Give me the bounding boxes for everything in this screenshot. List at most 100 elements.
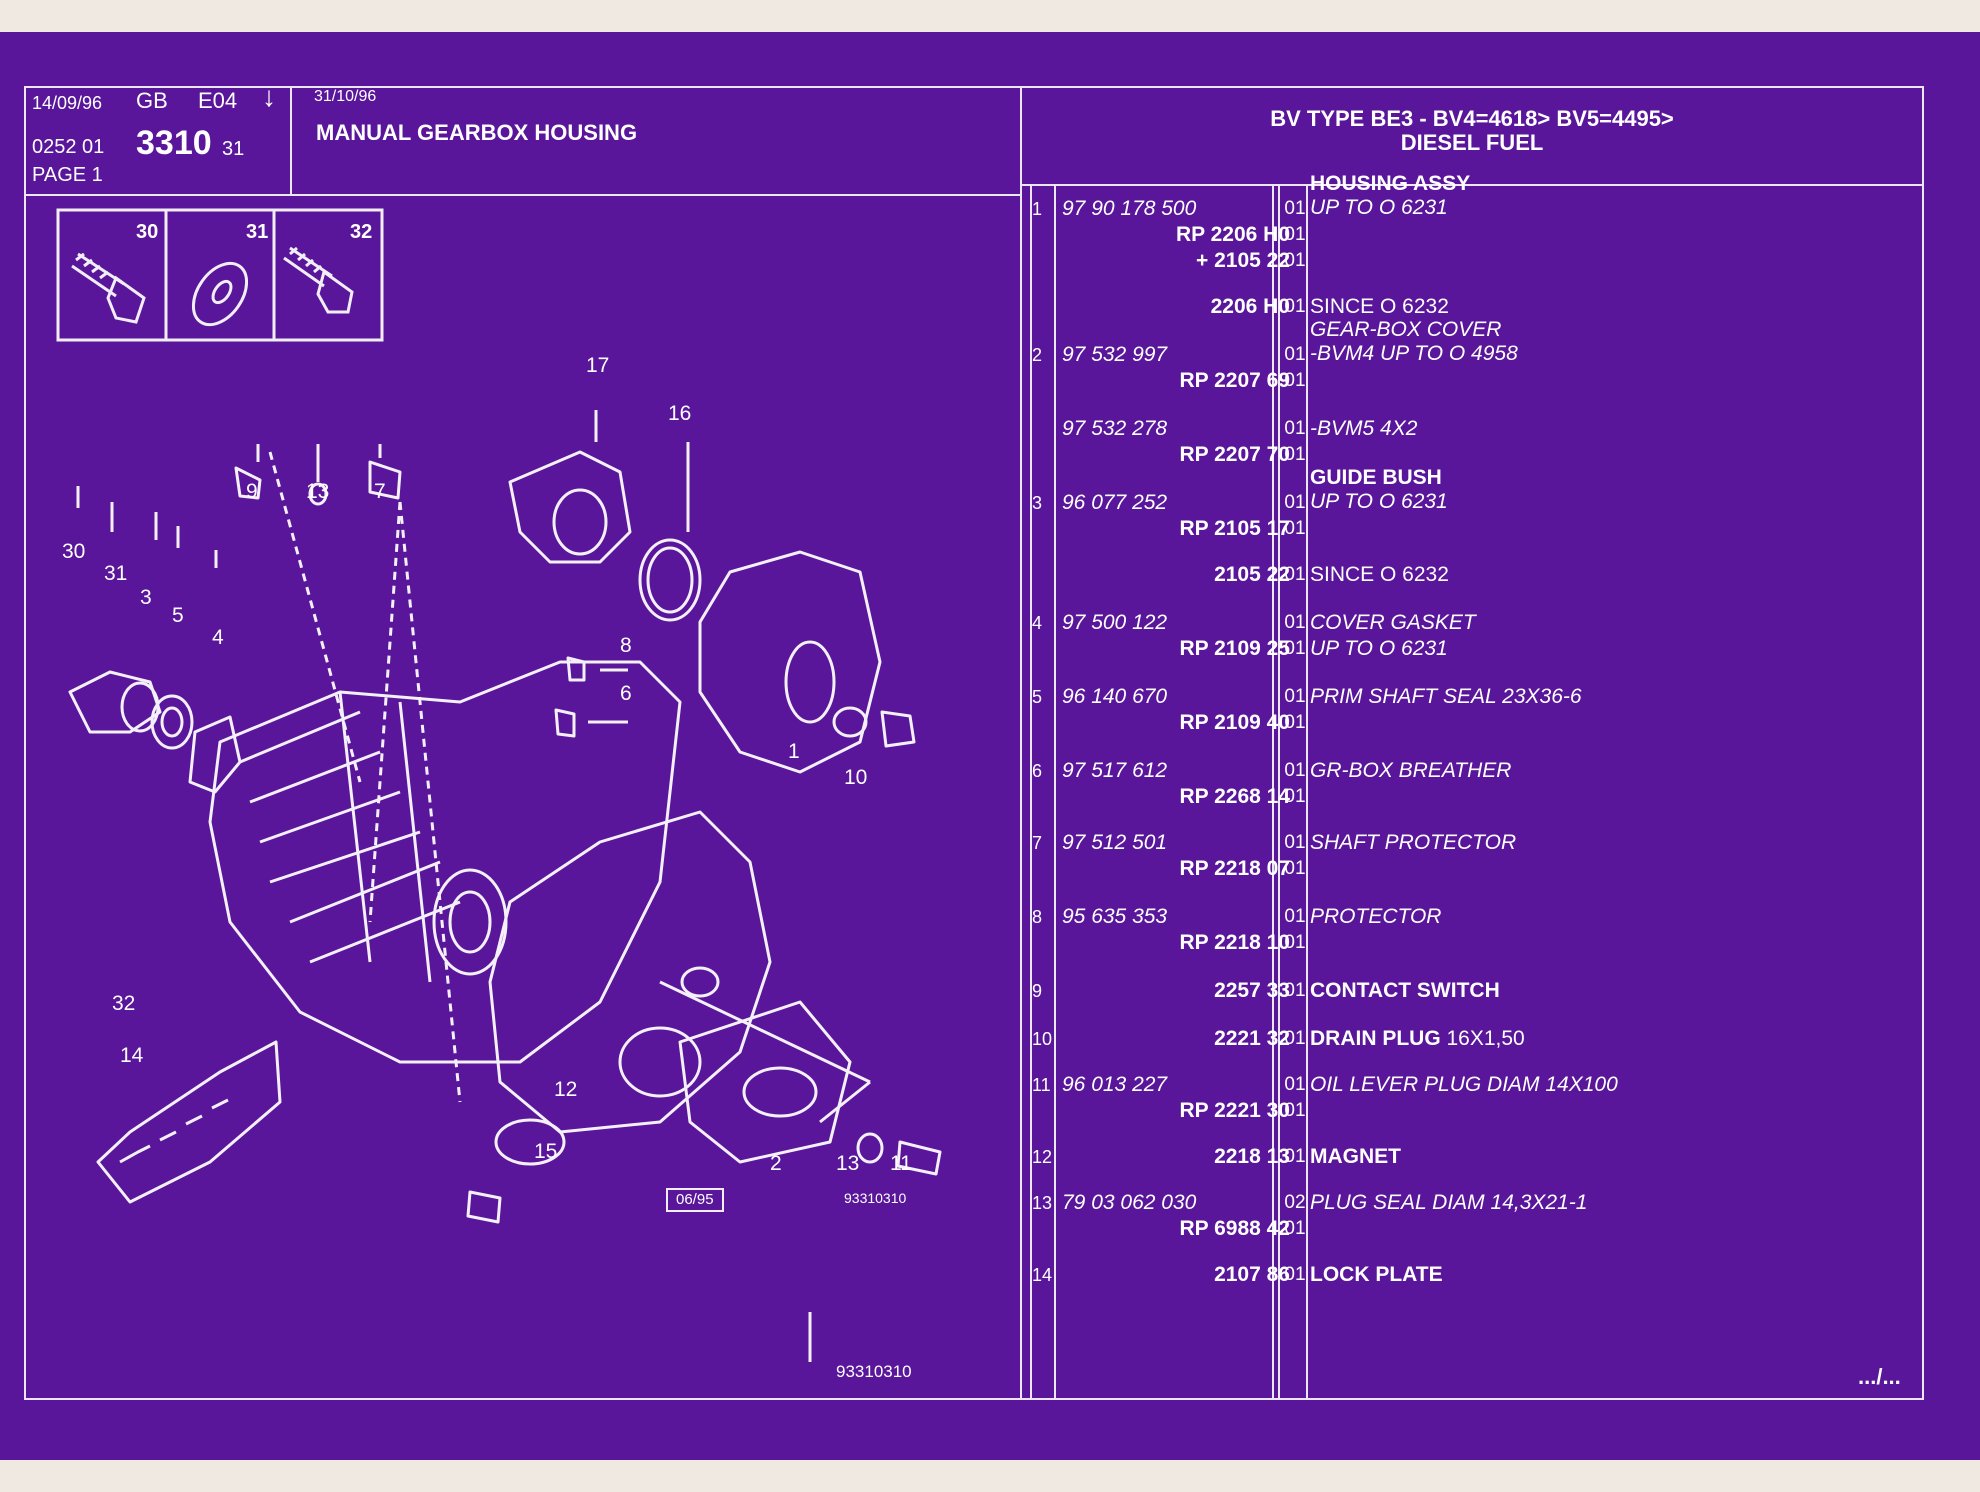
row-quantity: 01 bbox=[1284, 250, 1306, 271]
row-description: DRAIN PLUG 16X1,50 bbox=[1310, 1027, 1525, 1050]
callout-12: 12 bbox=[554, 1078, 578, 1101]
callout-17: 17 bbox=[586, 354, 610, 377]
row-part-number: RP 2109 25 bbox=[1179, 637, 1290, 660]
row-description: MAGNET bbox=[1310, 1145, 1401, 1168]
row-item-number: 11 bbox=[1032, 1075, 1051, 1095]
cover-gasket-4 bbox=[188, 715, 242, 794]
row-description: -BVM5 4X2 bbox=[1310, 417, 1418, 440]
frame-left bbox=[24, 86, 26, 1400]
callout-8: 8 bbox=[620, 634, 632, 657]
row-part-number: RP 2218 10 bbox=[1179, 931, 1290, 954]
row-item-number: 14 bbox=[1032, 1265, 1053, 1285]
row-part-number: 95 635 353 bbox=[1062, 905, 1168, 928]
callout-15: 15 bbox=[534, 1140, 558, 1163]
callout-11: 11 bbox=[890, 1152, 912, 1175]
row-description-detail: UP TO O 6231 bbox=[1310, 196, 1448, 219]
continuation-mark: .../... bbox=[1858, 1364, 1901, 1389]
row-quantity: 01 bbox=[1284, 518, 1306, 539]
header-page: PAGE 1 bbox=[32, 164, 103, 186]
row-quantity: 01 bbox=[1284, 1264, 1306, 1285]
row-item-number: 13 bbox=[1032, 1193, 1053, 1213]
callout-9: 9 bbox=[246, 480, 258, 503]
callout-16: 16 bbox=[668, 402, 692, 425]
callout-1: 1 bbox=[788, 740, 800, 763]
callout-6: 6 bbox=[620, 682, 632, 705]
row-part-number: 96 140 670 bbox=[1062, 685, 1168, 708]
row-part-number: 2257 33 bbox=[1214, 979, 1290, 1002]
callout-31: 31 bbox=[104, 562, 128, 585]
row-quantity: 01 bbox=[1284, 832, 1306, 853]
page-title: MANUAL GEARBOX HOUSING bbox=[316, 120, 638, 145]
header-divider bbox=[290, 86, 292, 194]
row-description-detail: 16X1,50 bbox=[1446, 1027, 1525, 1050]
row-description: PLUG SEAL DIAM 14,3X21-1 bbox=[1310, 1191, 1588, 1214]
row-description: COVER GASKET bbox=[1310, 611, 1476, 634]
row-part-number: 2105 22 bbox=[1214, 563, 1290, 586]
row-part-number: RP 2109 40 bbox=[1179, 711, 1290, 734]
oil-level-plug-11 bbox=[896, 1140, 942, 1176]
row-description: PRIM SHAFT SEAL 23X36-6 bbox=[1310, 685, 1582, 708]
row-description: GR-BOX BREATHER bbox=[1310, 759, 1512, 782]
row-part-number: 97 500 122 bbox=[1062, 611, 1168, 634]
row-part-number: 2218 13 bbox=[1214, 1145, 1290, 1168]
drain-plug-10 bbox=[880, 710, 916, 748]
exploded-gearbox-diagram bbox=[68, 410, 942, 1362]
cover-17 bbox=[508, 450, 632, 564]
plug-15 bbox=[466, 1190, 502, 1224]
fastener-inset: 30 31 32 bbox=[56, 208, 384, 342]
gearbox-cover-top bbox=[698, 550, 882, 774]
row-description: SINCE O 6232 bbox=[1310, 295, 1449, 318]
callout-7: 7 bbox=[374, 480, 386, 503]
row-quantity: 01 bbox=[1284, 418, 1306, 439]
row-part-number: RP 2221 30 bbox=[1179, 1099, 1290, 1122]
guide-bush-3 bbox=[68, 670, 162, 734]
callout-30: 30 bbox=[62, 540, 86, 563]
row-part-number: 2107 86 bbox=[1214, 1263, 1290, 1286]
row-part-number: 97 90 178 500 bbox=[1062, 197, 1197, 220]
divider-main bbox=[1020, 86, 1022, 1400]
row-part-number: 96 077 252 bbox=[1062, 491, 1168, 514]
col-line-3 bbox=[1272, 184, 1274, 1398]
row-item-number: 12 bbox=[1032, 1147, 1053, 1167]
contact-switch-9 bbox=[234, 466, 262, 500]
row-quantity: 01 bbox=[1284, 370, 1306, 391]
row-quantity: 01 bbox=[1284, 932, 1306, 953]
row-quantity: 01 bbox=[1284, 786, 1306, 807]
callout-3: 3 bbox=[140, 586, 152, 609]
row-part-number: 79 03 062 030 bbox=[1062, 1191, 1197, 1214]
row-part-number: RP 2218 07 bbox=[1179, 857, 1290, 880]
header-edition: E04 bbox=[198, 88, 238, 113]
col-line-2 bbox=[1054, 184, 1056, 1398]
rear-cover bbox=[678, 1000, 852, 1164]
row-quantity: 01 bbox=[1284, 1028, 1306, 1049]
row-quantity: 01 bbox=[1284, 344, 1306, 365]
row-quantity: 01 bbox=[1284, 492, 1306, 513]
seal-16 bbox=[638, 538, 702, 622]
header-ref-suffix: 31 bbox=[222, 138, 245, 160]
row-part-number: 97 517 612 bbox=[1062, 759, 1168, 782]
row-part-number: 97 512 501 bbox=[1062, 831, 1168, 854]
row-quantity: 01 bbox=[1284, 296, 1306, 317]
inset-label-32: 32 bbox=[350, 221, 372, 243]
row-description: OIL LEVER PLUG DIAM 14X100 bbox=[1310, 1073, 1618, 1096]
row-quantity: 01 bbox=[1284, 444, 1306, 465]
down-arrow-icon: ↓ bbox=[262, 81, 276, 112]
row-quantity: 01 bbox=[1284, 760, 1306, 781]
header-rule-left bbox=[24, 194, 1020, 196]
header-ref-prefix: 0252 01 bbox=[32, 136, 105, 158]
row-quantity: 01 bbox=[1284, 224, 1306, 245]
magnet-12 bbox=[494, 1118, 566, 1166]
row-description-detail: UP TO O 6231 bbox=[1310, 490, 1448, 513]
row-description: SHAFT PROTECTOR bbox=[1310, 831, 1517, 854]
callout-2: 2 bbox=[770, 1152, 782, 1175]
row-part-number: 96 013 227 bbox=[1062, 1073, 1168, 1096]
row-part-number: RP 6988 42 bbox=[1179, 1217, 1290, 1240]
inset-label-31: 31 bbox=[246, 221, 268, 243]
row-description-detail: -BVM4 UP TO O 4958 bbox=[1310, 342, 1518, 365]
row-quantity: 01 bbox=[1284, 1100, 1306, 1121]
col-line-1 bbox=[1030, 184, 1032, 1398]
row-part-number: RP 2268 14 bbox=[1179, 785, 1290, 808]
header-ref-main: 3310 bbox=[136, 124, 212, 162]
diagram-code-small: 93310310 bbox=[844, 1190, 907, 1206]
row-quantity: 01 bbox=[1284, 712, 1306, 733]
